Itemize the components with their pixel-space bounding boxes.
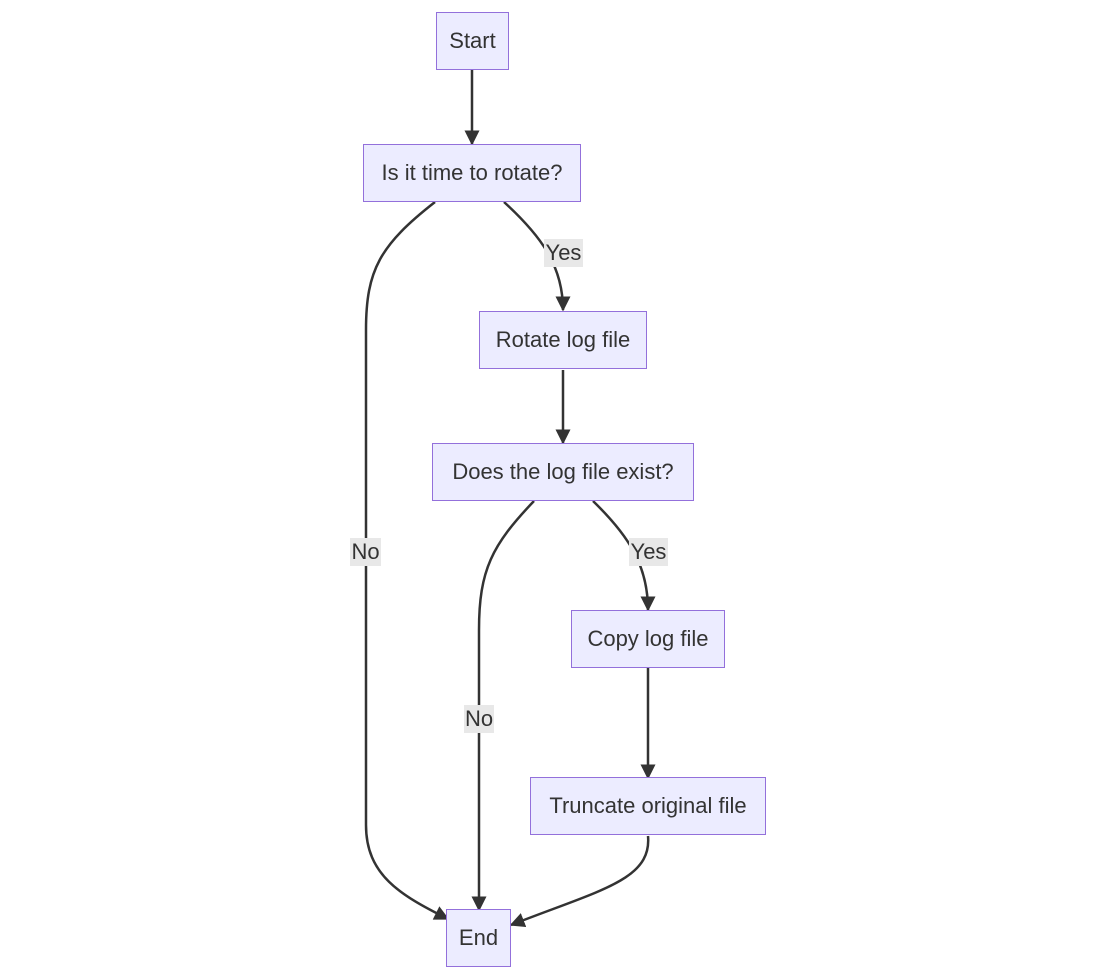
edge-label-exists-no: No	[464, 705, 494, 733]
edge-label-exists-yes: Yes	[629, 538, 668, 566]
node-end: End	[446, 909, 511, 967]
node-log-file-exists: Does the log file exist?	[432, 443, 694, 501]
node-truncate-original-file: Truncate original file	[530, 777, 766, 835]
node-is-time-to-rotate: Is it time to rotate?	[363, 144, 581, 202]
edge-label-rotate-no: No	[350, 538, 381, 566]
node-copy-log-file: Copy log file	[571, 610, 725, 668]
edge-truncate-to-end	[509, 835, 650, 928]
node-start: Start	[436, 12, 509, 70]
node-rotate-log-file: Rotate log file	[479, 311, 647, 369]
edge-rotate-check-no	[364, 201, 450, 921]
edge-label-rotate-yes: Yes	[544, 239, 583, 267]
edge-exists-check-no	[471, 500, 535, 912]
